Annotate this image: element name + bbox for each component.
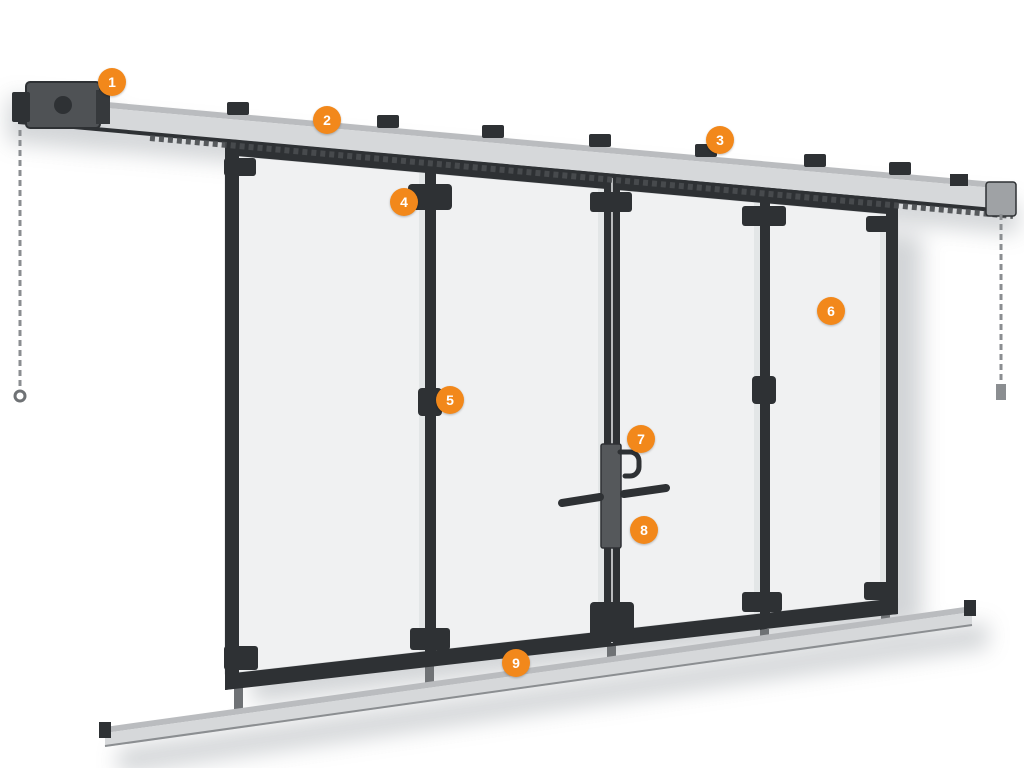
trolley-carriage [804,154,826,167]
bottom-floor-guide-center [590,602,634,642]
drive-rack-teeth [149,135,1014,219]
track-top-face [18,94,1016,190]
top-hinge-c [742,206,786,226]
callout-4[interactable]: 4 [390,188,418,216]
bottom-corner-bracket-left [224,646,258,670]
callout-6[interactable]: 6 [817,297,845,325]
bottom-guide-post [607,646,616,658]
callout-9[interactable]: 9 [502,649,530,677]
callout-5[interactable]: 5 [436,386,464,414]
callout-3[interactable]: 3 [706,126,734,154]
top-corner-bracket-left [224,158,256,176]
track-bracket-right [950,174,968,186]
top-track [12,81,1017,219]
callout-1[interactable]: 1 [98,68,126,96]
door-leaves [224,139,899,690]
bottom-track [99,600,976,747]
bottom-rail-end-stop-left [99,722,111,738]
door-stile-right [886,198,898,615]
hinges [224,158,896,670]
bottom-rail-end-stop-right [964,600,976,616]
callout-8[interactable]: 8 [630,516,658,544]
bottom-guide-post [760,629,769,637]
drive-motor [12,81,110,129]
motor-hub [54,96,72,114]
bottom-rail-edge [104,624,973,747]
bottom-hinge-c [742,592,782,612]
top-hinge-a [408,184,452,210]
trolley-carriage [589,134,611,147]
motor-end-cap [12,92,30,122]
trolley-carriage [227,102,249,115]
door-panel-face [224,154,899,675]
bottom-guide-post [881,615,890,621]
top-corner-bracket-right [866,216,896,232]
track-bottom-lip [18,120,1016,214]
bottom-hinge-a [410,628,450,650]
trolley-carriage [482,125,504,138]
trolley-carriage [889,162,911,175]
trolley-carriage [377,115,399,128]
door-stile-hinge-c [760,187,770,630]
lock-hardware [558,443,670,549]
door-bottom-rail [225,598,898,690]
lever-handle-left [558,493,604,507]
chain-weight-right [996,384,1006,400]
lock-case [600,443,622,549]
door-stile-left [225,139,239,690]
top-hinge-center [590,192,632,212]
bottom-corner-bracket-right [864,582,896,600]
mid-hinge-c [752,376,776,404]
lever-handle-right [620,484,670,498]
bottom-guide-post [234,688,243,710]
motor-coupling [96,90,110,124]
bottom-guide-post [425,666,434,683]
chain-hook-left [13,389,27,403]
lock-cylinder-hook [617,449,642,479]
bottom-rail-top-face [105,606,972,733]
chains [13,130,1006,403]
callout-7[interactable]: 7 [627,425,655,453]
bottom-rail-front-face [105,612,972,747]
track-end-bracket [985,181,1017,217]
track-front-face [18,100,1016,210]
callout-2[interactable]: 2 [313,106,341,134]
